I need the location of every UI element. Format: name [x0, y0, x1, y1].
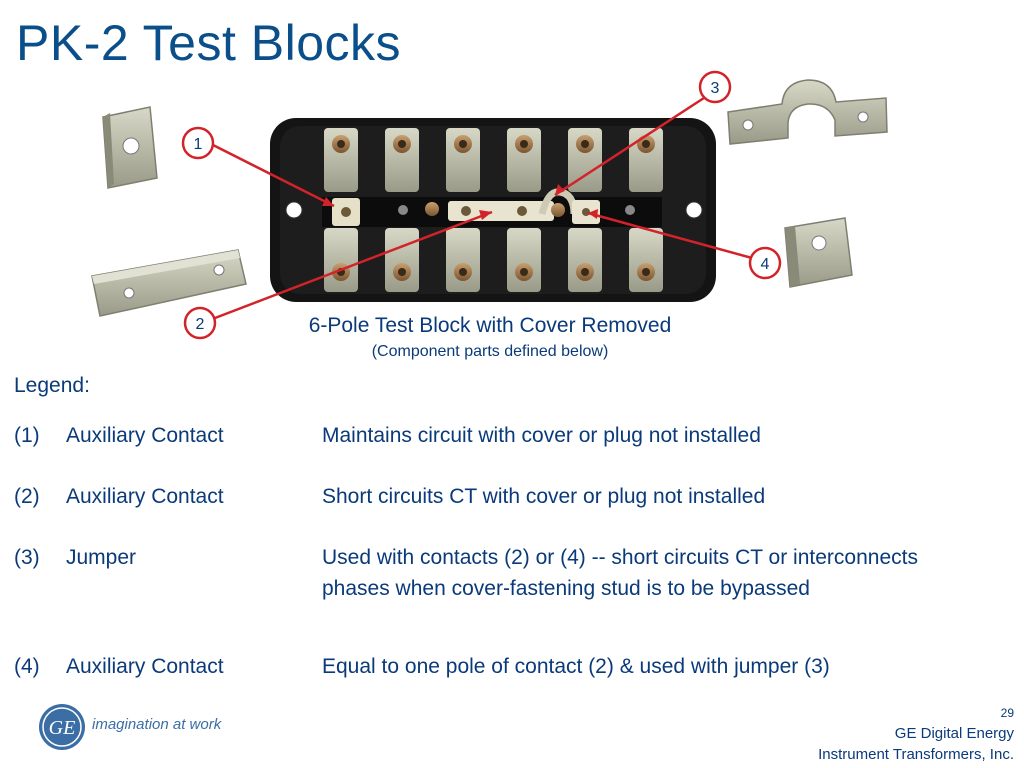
callout-1-label: 1	[194, 136, 203, 153]
legend-number: (1)	[14, 424, 40, 447]
legend-description: Used with contacts (2) or (4) -- short c…	[322, 546, 918, 600]
figure-subcaption: (Component parts defined below)	[371, 343, 609, 360]
bracket-part-right	[784, 217, 853, 288]
callout-3: 3	[698, 70, 732, 104]
callout-3-label: 3	[711, 80, 720, 97]
legend-title: Legend:	[14, 374, 90, 397]
legend-number: (2)	[14, 485, 40, 508]
callout-arrowheads	[322, 184, 598, 220]
callout-lines	[212, 94, 753, 320]
jumper-part-top-right	[727, 79, 888, 145]
legend-number: (3)	[14, 546, 40, 569]
legend-component: Auxiliary Contact	[66, 424, 224, 447]
logo-text: GE	[49, 717, 76, 739]
bottom-terminals	[324, 228, 663, 292]
legend-description: Short circuits CT with cover or plug not…	[322, 485, 766, 508]
callout-4-label: 4	[761, 256, 770, 273]
test-block-illustration: 1 2 3 4	[91, 70, 888, 340]
top-terminals	[324, 128, 663, 192]
auxiliary-contact-2	[448, 201, 554, 221]
callout-2: 2	[183, 306, 217, 340]
callout-2-label: 2	[196, 316, 205, 333]
company-line-2: Instrument Transformers, Inc.	[818, 746, 1014, 763]
legend-component: Auxiliary Contact	[66, 485, 224, 508]
bracket-part-top-left	[102, 106, 158, 189]
callout-4: 4	[748, 246, 782, 280]
figure-caption: 6-Pole Test Block with Cover Removed	[308, 314, 672, 337]
page-title: PK-2 Test Blocks	[16, 15, 402, 71]
legend-component: Jumper	[66, 546, 137, 569]
strap-part-bottom-left	[91, 249, 247, 317]
legend-description: Maintains circuit with cover or plug not…	[322, 424, 761, 447]
legend-description: Equal to one pole of contact (2) & used …	[322, 655, 830, 678]
legend-number: (4)	[14, 655, 40, 678]
ge-monogram-icon: GE	[39, 704, 85, 750]
company-line-1: GE Digital Energy	[894, 725, 1014, 742]
auxiliary-contact-1	[332, 198, 360, 226]
legend-component: Auxiliary Contact	[66, 655, 224, 678]
tagline: imagination at work	[92, 716, 222, 733]
page-number: 29	[1000, 706, 1014, 720]
callout-1: 1	[181, 126, 215, 160]
company-name: GE Digital Energy Instrument Transformer…	[818, 723, 1014, 765]
